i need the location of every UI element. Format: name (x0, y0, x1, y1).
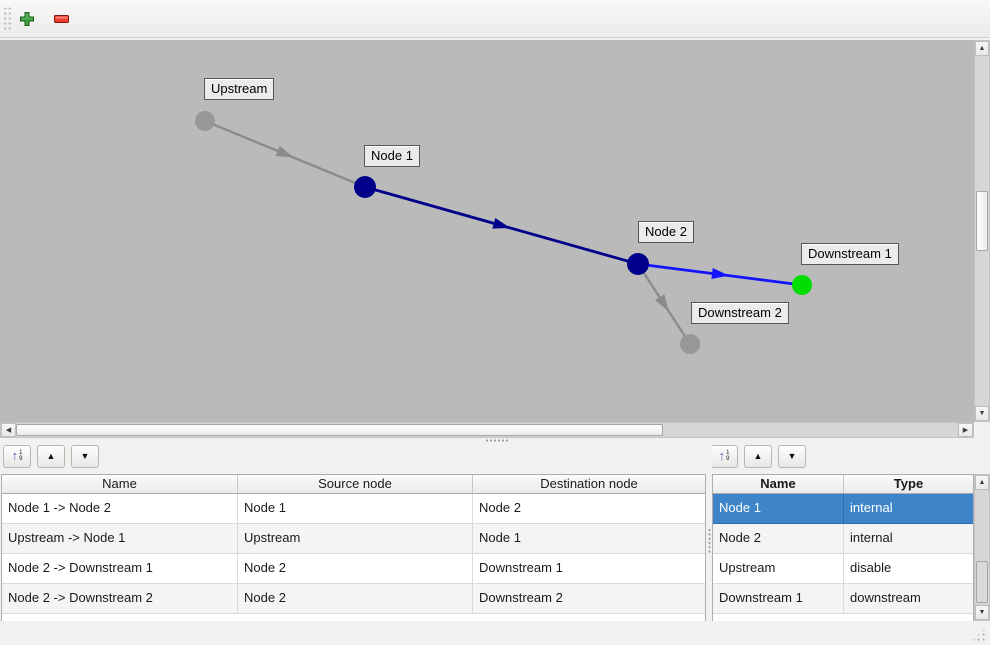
graph-canvas[interactable] (0, 40, 974, 422)
scroll-up-button[interactable]: ▲ (975, 475, 989, 490)
graph-node[interactable] (354, 176, 376, 198)
scrollbar-corner (974, 422, 990, 438)
minus-icon (53, 15, 69, 23)
pane-splitter-vertical[interactable] (706, 443, 712, 622)
table-cell[interactable]: Downstream 1 (713, 584, 844, 614)
scroll-left-button[interactable]: ◀ (1, 423, 16, 437)
scroll-down-icon: ▼ (978, 609, 986, 616)
pane-splitter-horizontal[interactable] (0, 438, 990, 443)
move-node-up-button[interactable]: ▲ (744, 444, 772, 468)
empty-row (713, 614, 973, 621)
table-cell[interactable]: Node 2 (473, 494, 705, 524)
graph-node[interactable] (792, 275, 812, 295)
scroll-up-icon: ▲ (978, 479, 986, 486)
horizontal-scrollbar-thumb[interactable] (16, 424, 663, 436)
table-cell[interactable]: Node 2 (238, 584, 473, 614)
empty-row (2, 614, 705, 621)
add-node-button[interactable] (15, 7, 39, 31)
column-header-source-node[interactable]: Source node (238, 475, 473, 494)
table-cell[interactable]: Node 1 -> Node 2 (2, 494, 238, 524)
graph-node[interactable] (627, 253, 649, 275)
table-cell[interactable]: Node 1 (238, 494, 473, 524)
table-cell[interactable]: Node 1 (713, 494, 844, 524)
move-down-icon: ▼ (787, 451, 797, 461)
table-cell[interactable]: downstream (844, 584, 973, 614)
move-connection-down-button[interactable]: ▼ (71, 444, 99, 468)
table-cell[interactable]: Upstream (238, 524, 473, 554)
table-cell[interactable]: Node 2 -> Downstream 1 (2, 554, 238, 584)
scroll-up-button[interactable]: ▲ (975, 41, 989, 56)
scroll-left-icon: ◀ (5, 427, 12, 434)
table-cell[interactable]: Downstream 2 (473, 584, 705, 614)
connections-table: Name Source node Destination node Node 1… (1, 474, 706, 621)
edge-arrow-icon (655, 294, 669, 312)
move-connection-up-button[interactable]: ▲ (37, 444, 65, 468)
vertical-scrollbar-thumb[interactable] (976, 191, 988, 251)
main-toolbar (0, 0, 990, 38)
scroll-right-button[interactable]: ▶ (958, 423, 973, 437)
table-cell[interactable]: internal (844, 494, 973, 524)
remove-node-button[interactable] (49, 7, 73, 31)
vertical-scrollbar-thumb[interactable] (976, 561, 988, 603)
graph-node[interactable] (680, 334, 700, 354)
table-cell[interactable]: Node 2 (713, 524, 844, 554)
plus-icon (20, 12, 34, 26)
table-cell[interactable]: Upstream -> Node 1 (2, 524, 238, 554)
table-cell[interactable]: Node 2 -> Downstream 2 (2, 584, 238, 614)
table-cell[interactable]: disable (844, 554, 973, 584)
column-header-destination-node[interactable]: Destination node (473, 475, 705, 494)
scroll-up-icon: ▲ (978, 45, 986, 52)
graph-vertical-scrollbar[interactable]: ▲ ▼ (974, 40, 990, 422)
move-down-icon: ▼ (80, 451, 90, 461)
edge-arrow-icon (711, 268, 729, 279)
column-header-name[interactable]: Name (2, 475, 238, 494)
move-node-down-button[interactable]: ▼ (778, 444, 806, 468)
table-cell[interactable]: Downstream 1 (473, 554, 705, 584)
table-header-row: Name Type (713, 475, 973, 494)
scroll-down-icon: ▼ (978, 410, 986, 417)
splitter-grip-icon (708, 528, 711, 554)
splitter-grip-icon (485, 439, 509, 442)
table-cell[interactable]: Upstream (713, 554, 844, 584)
scroll-right-icon: ▶ (962, 427, 969, 434)
table-cell[interactable]: Node 2 (238, 554, 473, 584)
scroll-down-button[interactable]: ▼ (975, 406, 989, 421)
edge-arrow-icon (492, 218, 511, 229)
table-header-row: Name Source node Destination node (2, 475, 705, 494)
table-cell[interactable]: internal (844, 524, 973, 554)
graph-node[interactable] (195, 111, 215, 131)
window-resize-grip[interactable] (971, 627, 986, 642)
scroll-down-button[interactable]: ▼ (975, 605, 989, 620)
column-header-type[interactable]: Type (844, 475, 973, 494)
graph-horizontal-scrollbar[interactable]: ◀ ▶ (0, 422, 974, 438)
move-up-icon: ▲ (46, 451, 56, 461)
edge-arrow-icon (275, 145, 294, 158)
table-cell[interactable]: Node 1 (473, 524, 705, 554)
toolbar-drag-handle[interactable] (3, 6, 12, 32)
move-up-icon: ▲ (753, 451, 763, 461)
nodes-table-scrollbar[interactable]: ▲ ▼ (974, 474, 990, 621)
column-header-name[interactable]: Name (713, 475, 844, 494)
